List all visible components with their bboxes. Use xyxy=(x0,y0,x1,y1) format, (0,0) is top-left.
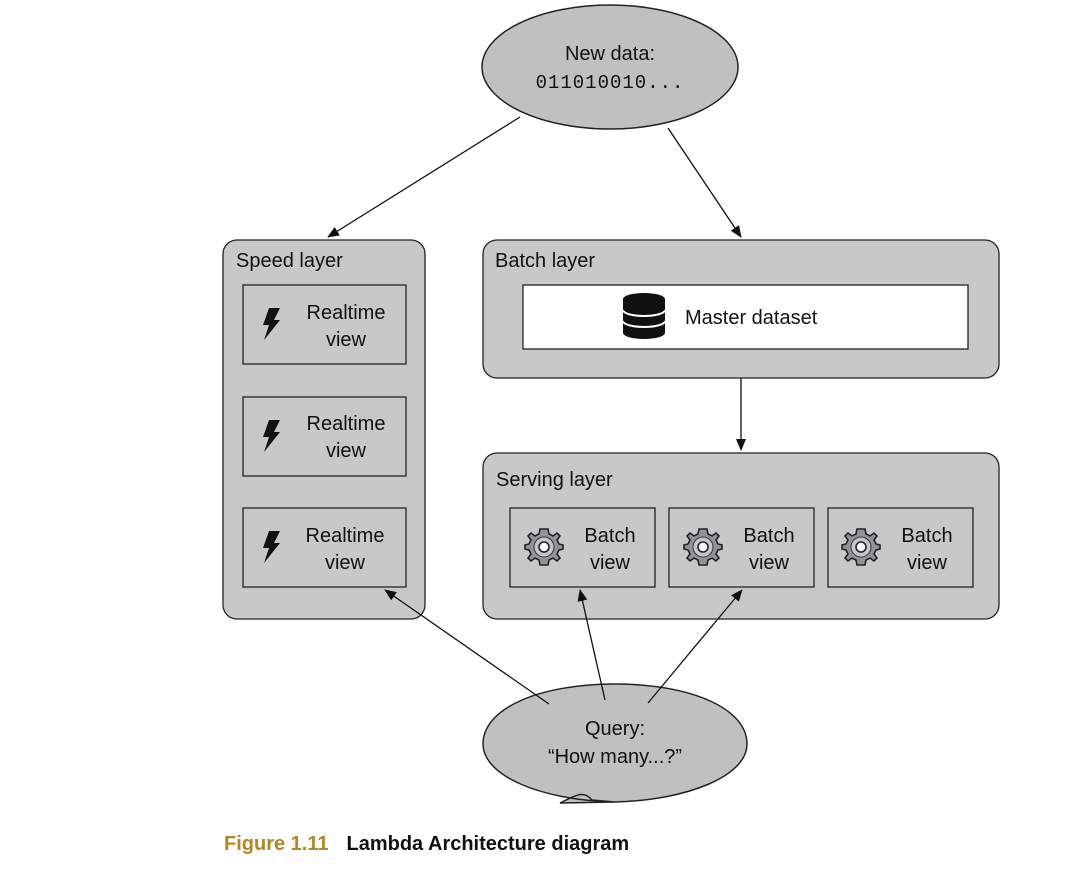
query-text: “How many...?” xyxy=(548,746,682,768)
gear-icon xyxy=(841,528,881,566)
figure-caption: Figure 1.11 Lambda Architecture diagram xyxy=(224,833,629,856)
new-data-node: New data: 011010010... xyxy=(481,4,739,130)
realtime-view-3-line2: view xyxy=(325,552,366,574)
batch-view-3-line2: view xyxy=(907,552,948,574)
batch-view-3: Batch view xyxy=(827,507,974,588)
batch-view-3-line1: Batch xyxy=(901,525,952,547)
batch-layer: Batch layer Master dataset xyxy=(482,239,1000,379)
query-node: Query: “How many...?” xyxy=(482,683,748,804)
batch-view-2-line2: view xyxy=(749,552,790,574)
gear-icon xyxy=(524,528,564,566)
realtime-view-2-line2: view xyxy=(326,440,367,462)
arrows xyxy=(327,116,746,705)
arrow-query-to-batch-view-2 xyxy=(647,589,743,704)
realtime-view-2: Realtime view xyxy=(242,396,407,477)
lambda-architecture-diagram: New data: 011010010... Speed layer Realt… xyxy=(222,4,1000,804)
master-dataset: Master dataset xyxy=(522,284,969,350)
serving-layer-title: Serving layer xyxy=(496,469,613,491)
batch-view-1-line1: Batch xyxy=(584,525,635,547)
arrow-new-data-to-batch-layer xyxy=(667,127,742,238)
realtime-view-1: Realtime view xyxy=(242,284,407,365)
arrow-new-data-to-speed-layer xyxy=(327,116,521,238)
batch-layer-title: Batch layer xyxy=(495,250,595,272)
new-data-value: 011010010... xyxy=(536,72,685,94)
realtime-view-3-line1: Realtime xyxy=(306,525,385,547)
new-data-label: New data: xyxy=(565,43,655,65)
serving-layer: Serving layer Batch view Batch view Batc… xyxy=(482,452,1000,620)
arrow-query-to-realtime-view xyxy=(384,589,550,705)
batch-view-2: Batch view xyxy=(668,507,815,588)
speed-layer: Speed layer Realtime view Realtime view … xyxy=(222,239,426,620)
gear-icon xyxy=(683,528,723,566)
master-dataset-label: Master dataset xyxy=(685,307,818,329)
realtime-view-2-line1: Realtime xyxy=(307,413,386,435)
realtime-view-1-line2: view xyxy=(326,329,367,351)
database-icon xyxy=(622,293,666,339)
speed-layer-title: Speed layer xyxy=(236,250,343,272)
realtime-view-3: Realtime view xyxy=(242,507,407,588)
batch-view-1-line2: view xyxy=(590,552,631,574)
batch-view-1: Batch view xyxy=(509,507,656,588)
figure-title: Lambda Architecture diagram xyxy=(346,833,630,855)
query-label: Query: xyxy=(585,718,645,740)
arrow-query-to-batch-view-1 xyxy=(577,589,606,701)
batch-view-2-line1: Batch xyxy=(743,525,794,547)
realtime-view-1-line1: Realtime xyxy=(307,302,386,324)
figure-number: Figure 1.11 xyxy=(224,833,329,855)
